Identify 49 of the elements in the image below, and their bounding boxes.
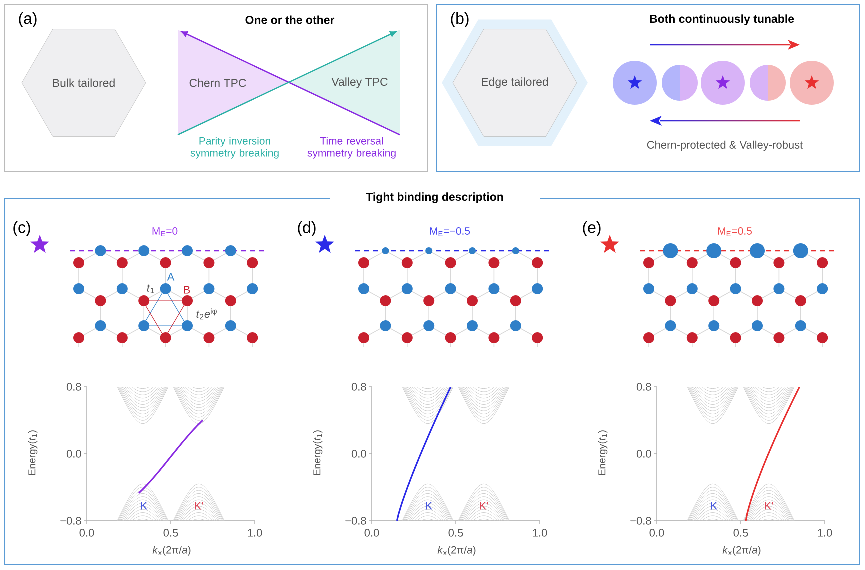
tick-label: 0.0 xyxy=(66,450,82,458)
site-label: B xyxy=(184,286,190,294)
hopping-label: t$_{2}$e$^{iφ}$ xyxy=(196,308,217,320)
hexagon: Bulk tailored xyxy=(22,29,146,137)
tick-label: 0.0 xyxy=(364,529,380,537)
tick-label: 0.0 xyxy=(636,450,652,458)
valley-label: K xyxy=(711,502,718,510)
tick-label: 0.5 xyxy=(734,529,748,537)
tick-label: 0.0 xyxy=(352,450,366,458)
tick-label: 1.0 xyxy=(248,529,262,537)
axis-title: k$_{x}$(2π/a) xyxy=(438,546,476,556)
region-triangle: Chern TPC xyxy=(178,30,289,135)
heading: One or the other xyxy=(246,16,335,24)
panel-label: (e) xyxy=(583,222,601,236)
tick-label: 0.5 xyxy=(164,529,178,537)
panel-label: (c) xyxy=(14,222,30,236)
site-label: A xyxy=(167,273,175,281)
annotation-text: Time reversal symmetry breaking xyxy=(308,137,396,159)
axis-title: Energy(t$_{1}$) xyxy=(313,430,323,476)
parameter-label: M$_{E}$=0 xyxy=(152,228,178,236)
valley-label: K′ xyxy=(765,502,774,510)
region-triangle: Valley TPC xyxy=(289,30,400,135)
tick-label: 0.0 xyxy=(80,529,94,537)
tick-label: 0.8 xyxy=(352,383,366,391)
annotation-text: Chern-protected & Valley-robust xyxy=(647,140,804,152)
heading: Tight binding description xyxy=(365,192,505,204)
parameter-label: M$_{E}$=0.5 xyxy=(718,228,752,236)
valley-label: K′ xyxy=(480,502,488,510)
panel-label: (d) xyxy=(298,222,316,236)
axis-title: Energy(t$_{1}$) xyxy=(28,430,38,476)
tick-label: −0.8 xyxy=(346,517,366,525)
tick-label: 0.8 xyxy=(66,383,82,391)
axis-title: Energy(t$_{1}$) xyxy=(598,430,608,476)
valley-label: K xyxy=(426,502,433,510)
heading: Both continuously tunable xyxy=(650,14,794,26)
tick-label: −0.8 xyxy=(630,517,652,525)
valley-label: K xyxy=(141,502,148,510)
axis-title: k$_{x}$(2π/a) xyxy=(152,546,191,556)
tick-label: 0.0 xyxy=(650,529,664,537)
axis-title: k$_{x}$(2π/a) xyxy=(722,546,761,556)
valley-label: K′ xyxy=(195,502,204,510)
hopping-label: t$_{1}$ xyxy=(147,284,154,294)
tick-label: −0.8 xyxy=(60,517,82,525)
tick-label: 0.8 xyxy=(636,383,652,391)
parameter-label: M$_{E}$=−0.5 xyxy=(430,228,470,236)
tick-label: 1.0 xyxy=(533,529,548,537)
tick-label: 0.5 xyxy=(448,529,464,537)
annotation-text: Parity inversion symmetry breaking xyxy=(190,137,279,159)
tick-label: 1.0 xyxy=(818,529,832,537)
